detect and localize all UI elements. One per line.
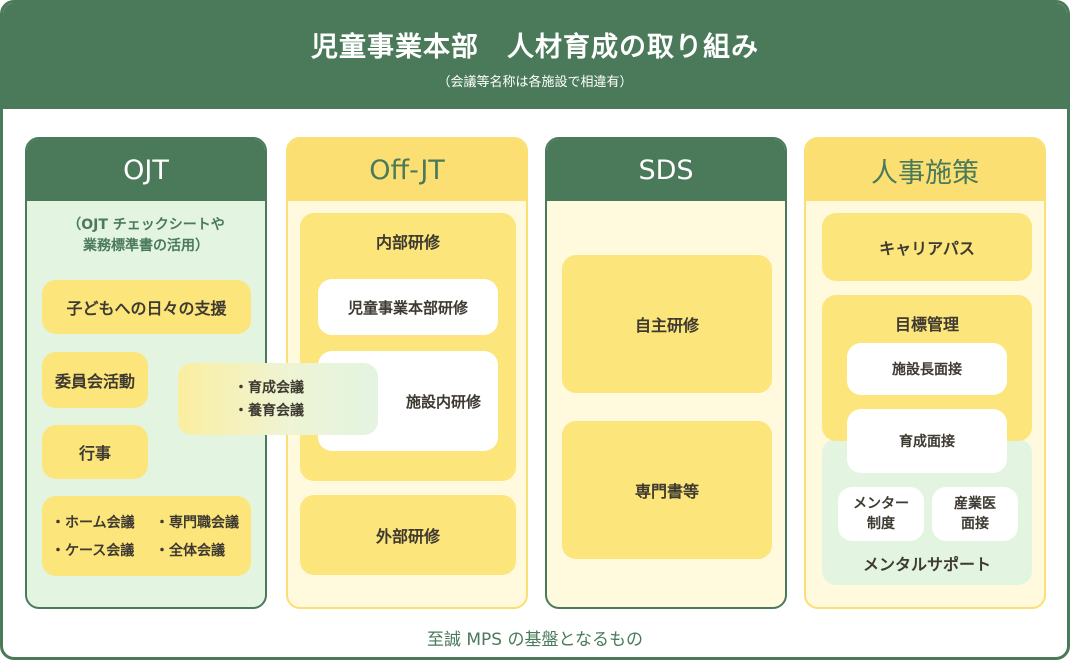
meetings-box: ・ホーム会議 ・専門職会議 ・ケース会議 ・全体会議 <box>42 496 251 576</box>
mental-support-label: メンタルサポート <box>862 555 991 574</box>
external-training-box: 外部研修 <box>300 495 516 575</box>
ojt-note-line1: （OJT チェックシートや <box>67 217 225 233</box>
occupational-line1: 産業医 <box>954 495 996 512</box>
internal-training-label: 内部研修 <box>375 233 440 252</box>
career-path-box: キャリアパス <box>822 213 1032 281</box>
page-subtitle: （会議等名称は各施設で相違有） <box>437 75 633 90</box>
page-title: 児童事業本部 人材育成の取り組み <box>311 32 759 63</box>
meeting-all-staff: ・全体会議 <box>155 543 225 559</box>
sds-column: SDS 自主研修 専門書等 <box>545 137 787 609</box>
ojt-note: （OJT チェックシートや 業務標準書の活用） <box>27 215 265 257</box>
occupational-line2: 面接 <box>961 516 989 532</box>
footer-caption: 至誠 MPS の基盤となるもの <box>426 630 643 650</box>
meeting-home: ・ホーム会議 <box>51 515 135 531</box>
meeting-specialist: ・専門職会議 <box>155 515 239 531</box>
specialist-books-box: 専門書等 <box>562 421 772 559</box>
development-interview-box: 育成面接 <box>847 409 1007 473</box>
meeting-case: ・ケース会議 <box>51 543 135 559</box>
meeting-upbringing: ・養育会議 <box>234 403 304 419</box>
mentor-line1: メンター <box>853 495 909 512</box>
ojt-note-line2: 業務標準書の活用） <box>83 238 209 254</box>
events-box: 行事 <box>42 425 148 479</box>
hr-column: 人事施策 キャリアパス メンタルサポート 目標管理 施設長面接 育成面接 メンタ… <box>804 137 1046 609</box>
hr-heading: 人事施策 <box>806 139 1044 201</box>
facility-training-label: 施設内研修 <box>405 392 481 411</box>
occupational-physician-box: 産業医 面接 <box>932 487 1018 541</box>
offjt-heading: Off-JT <box>288 139 526 201</box>
goal-management-label: 目標管理 <box>894 315 959 334</box>
ojt-heading: OJT <box>27 139 265 201</box>
hq-training-box: 児童事業本部研修 <box>318 279 498 335</box>
mentor-line2: 制度 <box>867 516 895 532</box>
sds-heading: SDS <box>547 139 785 201</box>
header-bar: 児童事業本部 人材育成の取り組み （会議等名称は各施設で相違有） <box>3 3 1067 109</box>
committee-box: 委員会活動 <box>42 352 148 408</box>
ojt-column: OJT （OJT チェックシートや 業務標準書の活用） 子どもへの日々の支援 委… <box>25 137 267 609</box>
daily-support-box: 子どもへの日々の支援 <box>42 280 251 334</box>
self-study-box: 自主研修 <box>562 255 772 393</box>
meeting-development: ・育成会議 <box>234 380 304 396</box>
director-interview-box: 施設長面接 <box>847 343 1007 395</box>
mentor-system-box: メンター 制度 <box>838 487 924 541</box>
shared-meetings-pill: ・育成会議 ・養育会議 <box>178 363 378 435</box>
